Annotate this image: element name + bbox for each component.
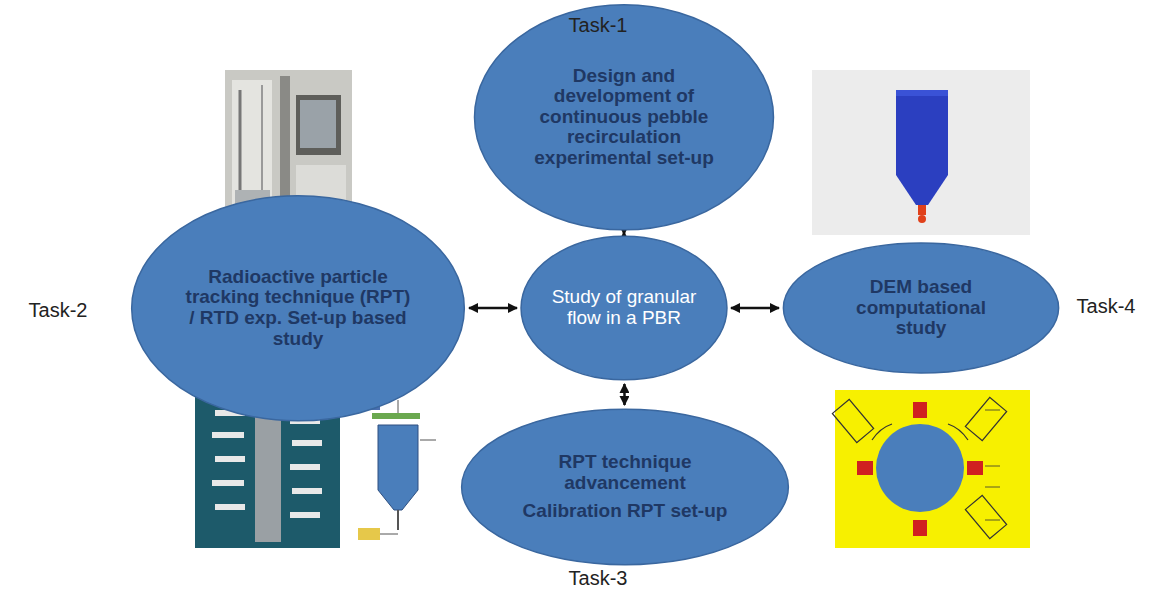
text-wrap: Design and development of continuous peb…: [522, 66, 727, 169]
double-arrow: [731, 307, 779, 310]
text-holder: Radioactive particle tracking technique …: [130, 194, 466, 423]
dem-vessel-render: [812, 70, 1030, 235]
double-arrow: [623, 384, 626, 405]
text-wrap: DEM based computational study: [831, 277, 1011, 339]
text-holder: Design and development of continuous peb…: [473, 3, 775, 232]
node-text: Radioactive particle tracking technique …: [181, 267, 416, 349]
task-label: Task-3: [569, 567, 628, 590]
text-holder: Study of granular flow in a PBR: [520, 235, 728, 381]
calibration-setup-image: [832, 390, 1030, 548]
task-ellipse: DEM based computational study: [782, 242, 1060, 374]
text-wrap: Radioactive particle tracking technique …: [181, 267, 416, 349]
central-circle: Study of granular flow in a PBR: [520, 235, 728, 381]
text-holder: DEM based computational study: [782, 242, 1060, 374]
node-text: DEM based computational study: [831, 277, 1011, 339]
task-ellipse: RPT technique advancementCalibration RPT…: [460, 408, 790, 566]
task-label: Task-2: [29, 299, 88, 322]
task-label: Task-1: [569, 14, 628, 37]
task-label: Task-4: [1077, 295, 1136, 318]
node-subtext: Calibration RPT set-up: [518, 501, 733, 522]
double-arrow: [623, 232, 626, 234]
task-ellipse: Design and development of continuous peb…: [473, 3, 775, 232]
node-text: Design and development of continuous peb…: [522, 66, 727, 169]
setup-schematic: [350, 390, 442, 550]
text-wrap: Study of granular flow in a PBR: [549, 287, 699, 328]
text-wrap: RPT technique advancementCalibration RPT…: [518, 452, 733, 522]
node-text: Study of granular flow in a PBR: [549, 287, 699, 328]
task-ellipse: Radioactive particle tracking technique …: [130, 194, 466, 423]
double-arrow: [469, 307, 517, 310]
node-text: RPT technique advancement: [518, 452, 733, 493]
text-holder: RPT technique advancementCalibration RPT…: [460, 408, 790, 566]
